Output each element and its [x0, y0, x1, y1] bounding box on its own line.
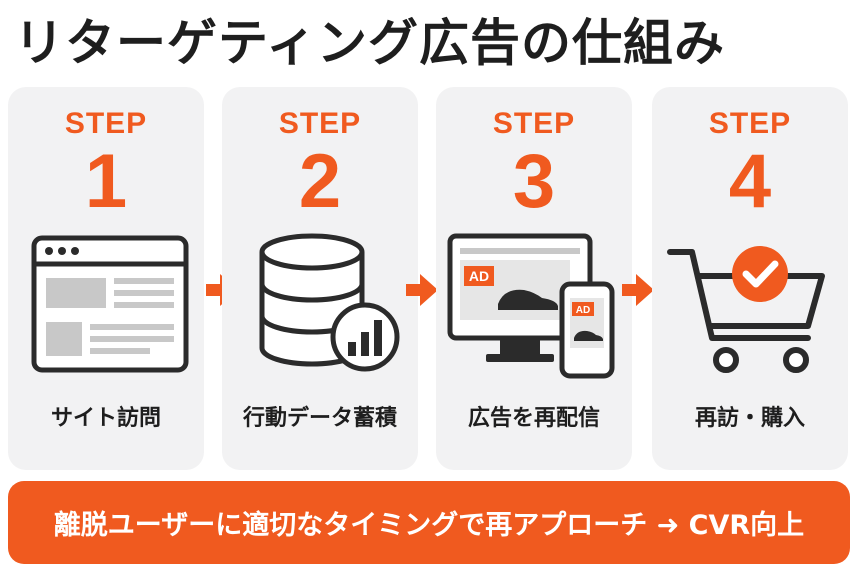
step-card-3: STEP 3 AD AD 広告を再配信 — [436, 87, 632, 470]
step-label: サイト訪問 — [50, 406, 161, 431]
step-label: 広告を再配信 — [467, 406, 600, 431]
step-word: STEP — [492, 107, 576, 140]
step-card-4: STEP 4 再訪・購入 — [652, 87, 848, 470]
summary-banner: 離脱ユーザーに適切なタイミングで再アプローチ ➜ CVR向上 — [8, 481, 850, 564]
step-card-2: STEP 2 行動データ蓄積 — [222, 87, 418, 470]
step-word: STEP — [708, 107, 792, 140]
step-number: 2 — [298, 139, 342, 224]
step-label: 再訪・購入 — [694, 406, 805, 431]
step-number: 4 — [728, 139, 772, 224]
step-word: STEP — [278, 107, 362, 140]
step-word: STEP — [64, 107, 148, 140]
page-title: リターゲティング広告の仕組み — [14, 14, 725, 72]
browser-window-icon — [31, 235, 189, 373]
ad-badge-text: AD — [576, 305, 590, 316]
step-label: 行動データ蓄積 — [242, 406, 397, 431]
step-number: 1 — [84, 139, 128, 224]
ad-badge-text: AD — [469, 268, 489, 284]
step-number: 3 — [512, 139, 556, 224]
shopping-cart-check-icon — [667, 246, 825, 373]
summary-banner-text: 離脱ユーザーに適切なタイミングで再アプローチ ➜ CVR向上 — [53, 510, 805, 541]
step-card-1: STEP 1 サイト訪問 — [8, 87, 204, 470]
arrow-right-icon — [406, 274, 438, 306]
database-chart-icon — [259, 233, 400, 372]
arrow-right-icon — [622, 274, 654, 306]
monitor-phone-ad-icon: AD AD — [447, 233, 615, 379]
